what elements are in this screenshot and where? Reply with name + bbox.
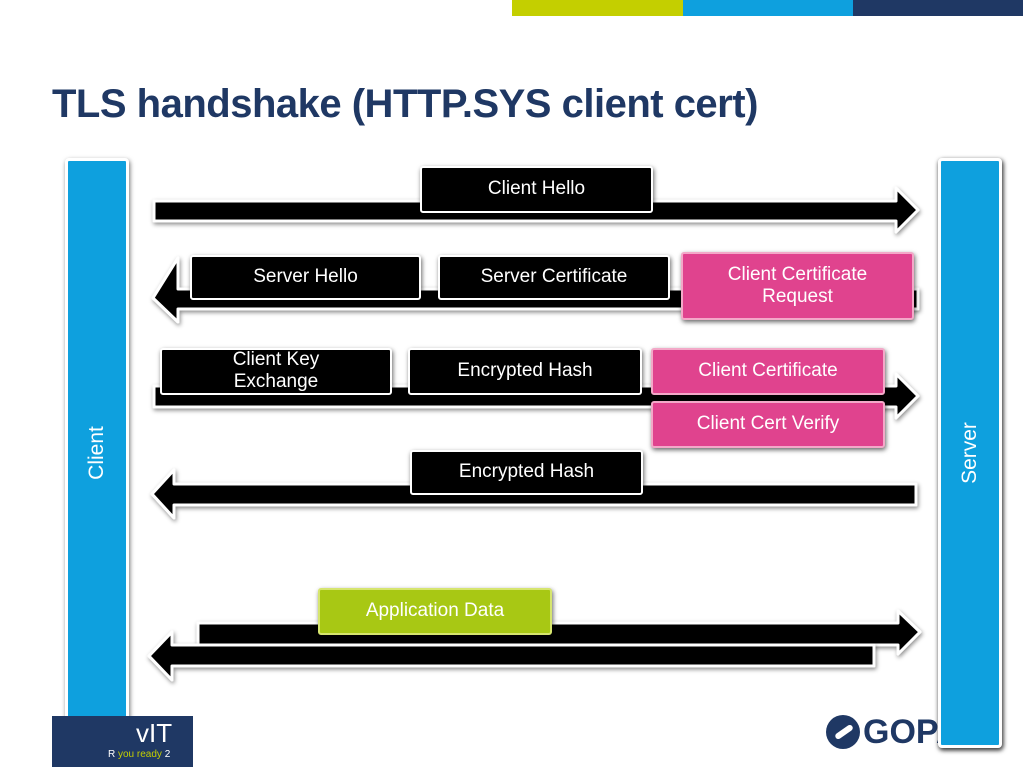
- client-pillar: Client: [65, 158, 129, 748]
- vit-logo-text: vIT: [136, 718, 173, 748]
- server-certificate-box: Server Certificate: [438, 255, 670, 300]
- server-label-overlay: Server: [958, 422, 981, 484]
- gopa-logo-icon: [826, 715, 860, 749]
- client-key-exchange-label: Client Key Exchange: [232, 349, 320, 393]
- top-accent-navy: [853, 0, 1023, 16]
- top-accent-cyan: [683, 0, 853, 16]
- client-certificate-request-label: Client Certificate Request: [727, 263, 868, 307]
- vit-logo-tagline: R you ready 2: [108, 749, 171, 760]
- server-hello-box: Server Hello: [190, 255, 421, 300]
- top-accent-green: [512, 0, 683, 16]
- slide-title: TLS handshake (HTTP.SYS client cert): [52, 82, 758, 126]
- client-certificate-box: Client Certificate: [651, 348, 885, 395]
- vit-logo: vIT R you ready 2: [52, 716, 193, 767]
- client-cert-verify-box: Client Cert Verify: [651, 401, 885, 448]
- encrypted-hash-server-box: Encrypted Hash: [410, 450, 643, 495]
- application-data-arrow-in: [147, 630, 876, 682]
- application-data-box: Application Data: [318, 588, 552, 635]
- client-key-exchange-box: Client Key Exchange: [160, 348, 392, 395]
- client-certificate-request-box: Client Certificate Request: [681, 252, 914, 320]
- server-pillar-overlay: Server: [938, 158, 1002, 748]
- client-hello-box: Client Hello: [420, 166, 653, 213]
- encrypted-hash-client-box: Encrypted Hash: [408, 348, 642, 395]
